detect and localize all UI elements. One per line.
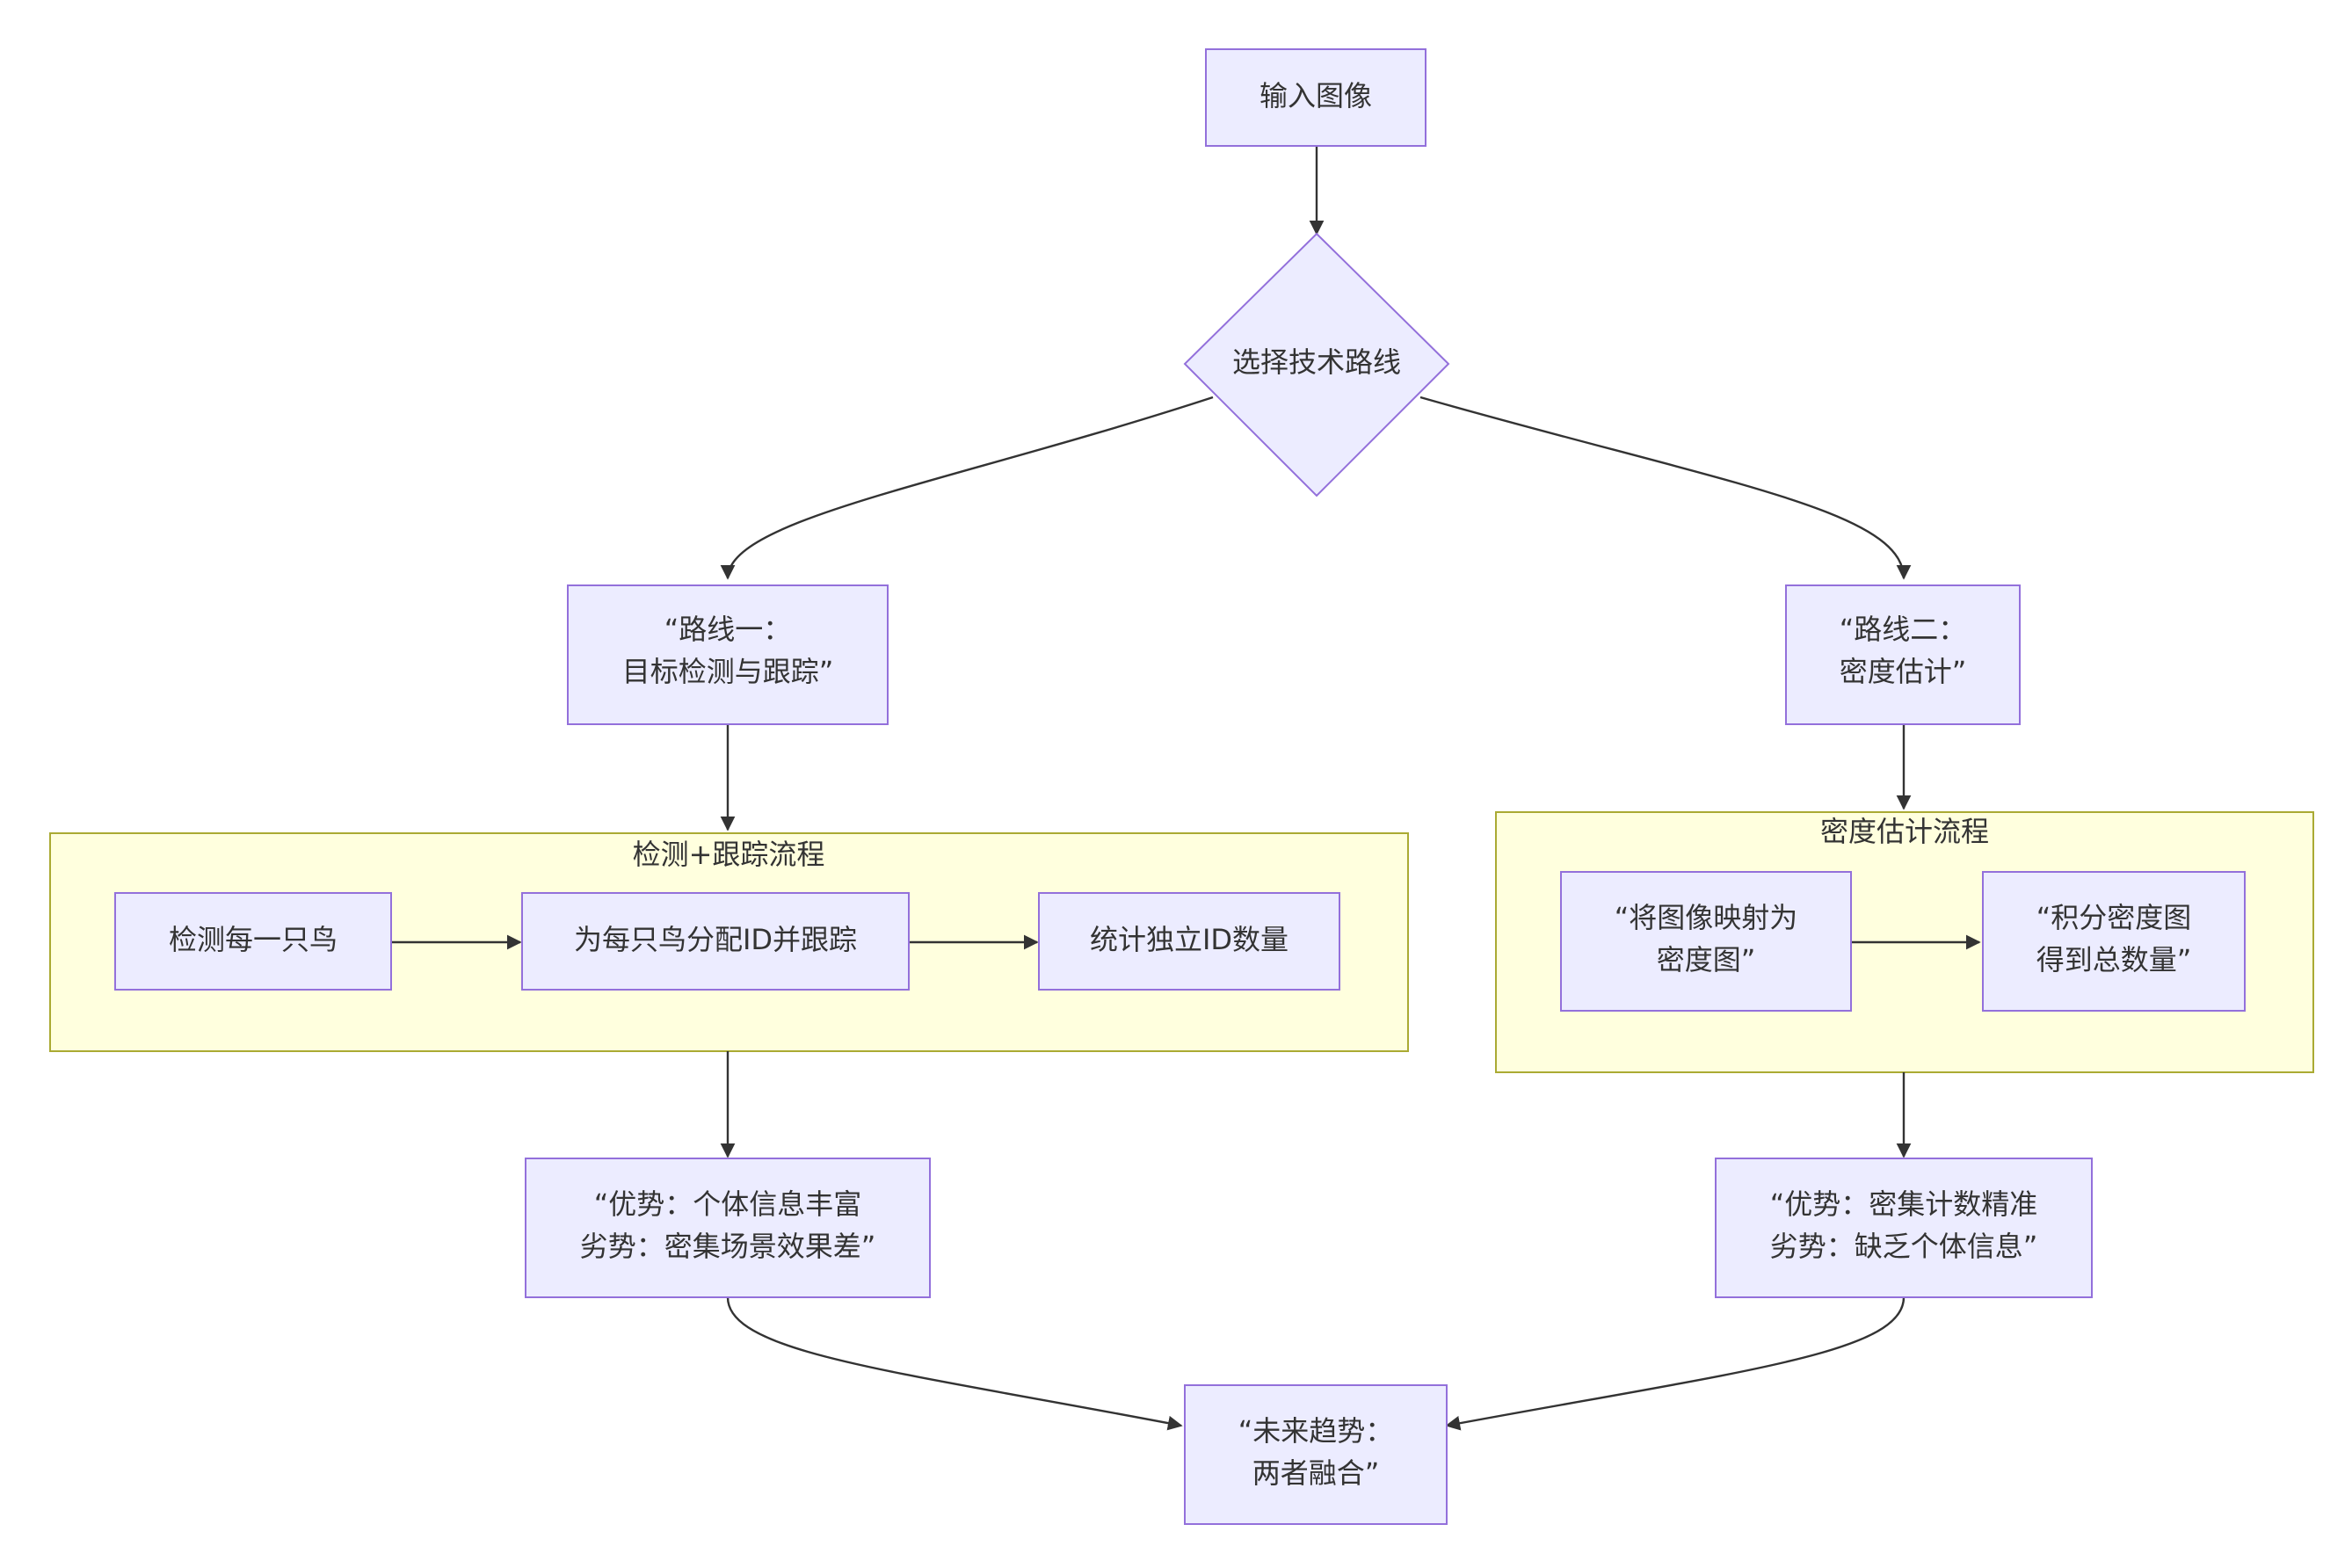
node-input-label: 输入图像 (1259, 79, 1372, 113)
node-pros1-line2: 劣势：密集场景效果差” (580, 1230, 876, 1263)
node-pros2-line1: “优势：密集计数精准 (1770, 1187, 2038, 1221)
node-future-line1: “未来趋势： (1238, 1414, 1394, 1448)
node-integrate-line1: “积分密度图 (2036, 901, 2192, 934)
node-future: “未来趋势： 两者融合” (1184, 1384, 1448, 1525)
node-detect: 检测每一只鸟 (114, 892, 392, 991)
node-pros2-line2: 劣势：缺乏个体信息” (1770, 1230, 2038, 1263)
node-integrate-line2: 得到总数量” (2036, 943, 2192, 976)
edge-pros2-future (1445, 1296, 1906, 1431)
node-choose-label: 选择技术路线 (1232, 345, 1401, 379)
edge-choose-route1 (720, 396, 1214, 580)
node-choose: 选择技术路线 (1183, 232, 1450, 497)
node-map-density-line1: “将图像映射为 (1615, 901, 1798, 934)
node-future-line2: 两者融合” (1252, 1456, 1380, 1490)
cluster-detection-label: 检测+跟踪流程 (633, 838, 825, 871)
node-map-density-line2: 密度图” (1657, 943, 1756, 976)
node-route2-line2: 密度估计” (1840, 655, 1967, 688)
edges (391, 146, 1981, 1431)
node-pros1: “优势：个体信息丰富 劣势：密集场景效果差” (525, 1158, 931, 1298)
node-count-ids: 统计独立ID数量 (1038, 892, 1340, 991)
cluster-density-label: 密度估计流程 (1820, 815, 1989, 848)
node-input: 输入图像 (1205, 48, 1426, 147)
node-route1-line1: “路线一： (664, 613, 792, 646)
node-pros1-line1: “优势：个体信息丰富 (594, 1187, 862, 1221)
edge-choose-route2 (1419, 396, 1912, 580)
node-pros2: “优势：密集计数精准 劣势：缺乏个体信息” (1715, 1158, 2093, 1298)
node-route2-line1: “路线二： (1840, 613, 1967, 646)
node-route2: “路线二： 密度估计” (1785, 584, 2021, 725)
node-map-density: “将图像映射为 密度图” (1560, 871, 1852, 1012)
node-integrate: “积分密度图 得到总数量” (1982, 871, 2246, 1012)
edge-pros1-future (726, 1296, 1183, 1431)
node-route1: “路线一： 目标检测与跟踪” (567, 584, 889, 725)
node-route1-line2: 目标检测与跟踪” (622, 655, 834, 688)
node-assign-label: 为每只鸟分配ID并跟踪 (574, 923, 857, 956)
node-assign: 为每只鸟分配ID并跟踪 (521, 892, 910, 991)
node-count-ids-label: 统计独立ID数量 (1090, 923, 1289, 956)
node-detect-label: 检测每一只鸟 (169, 923, 338, 956)
